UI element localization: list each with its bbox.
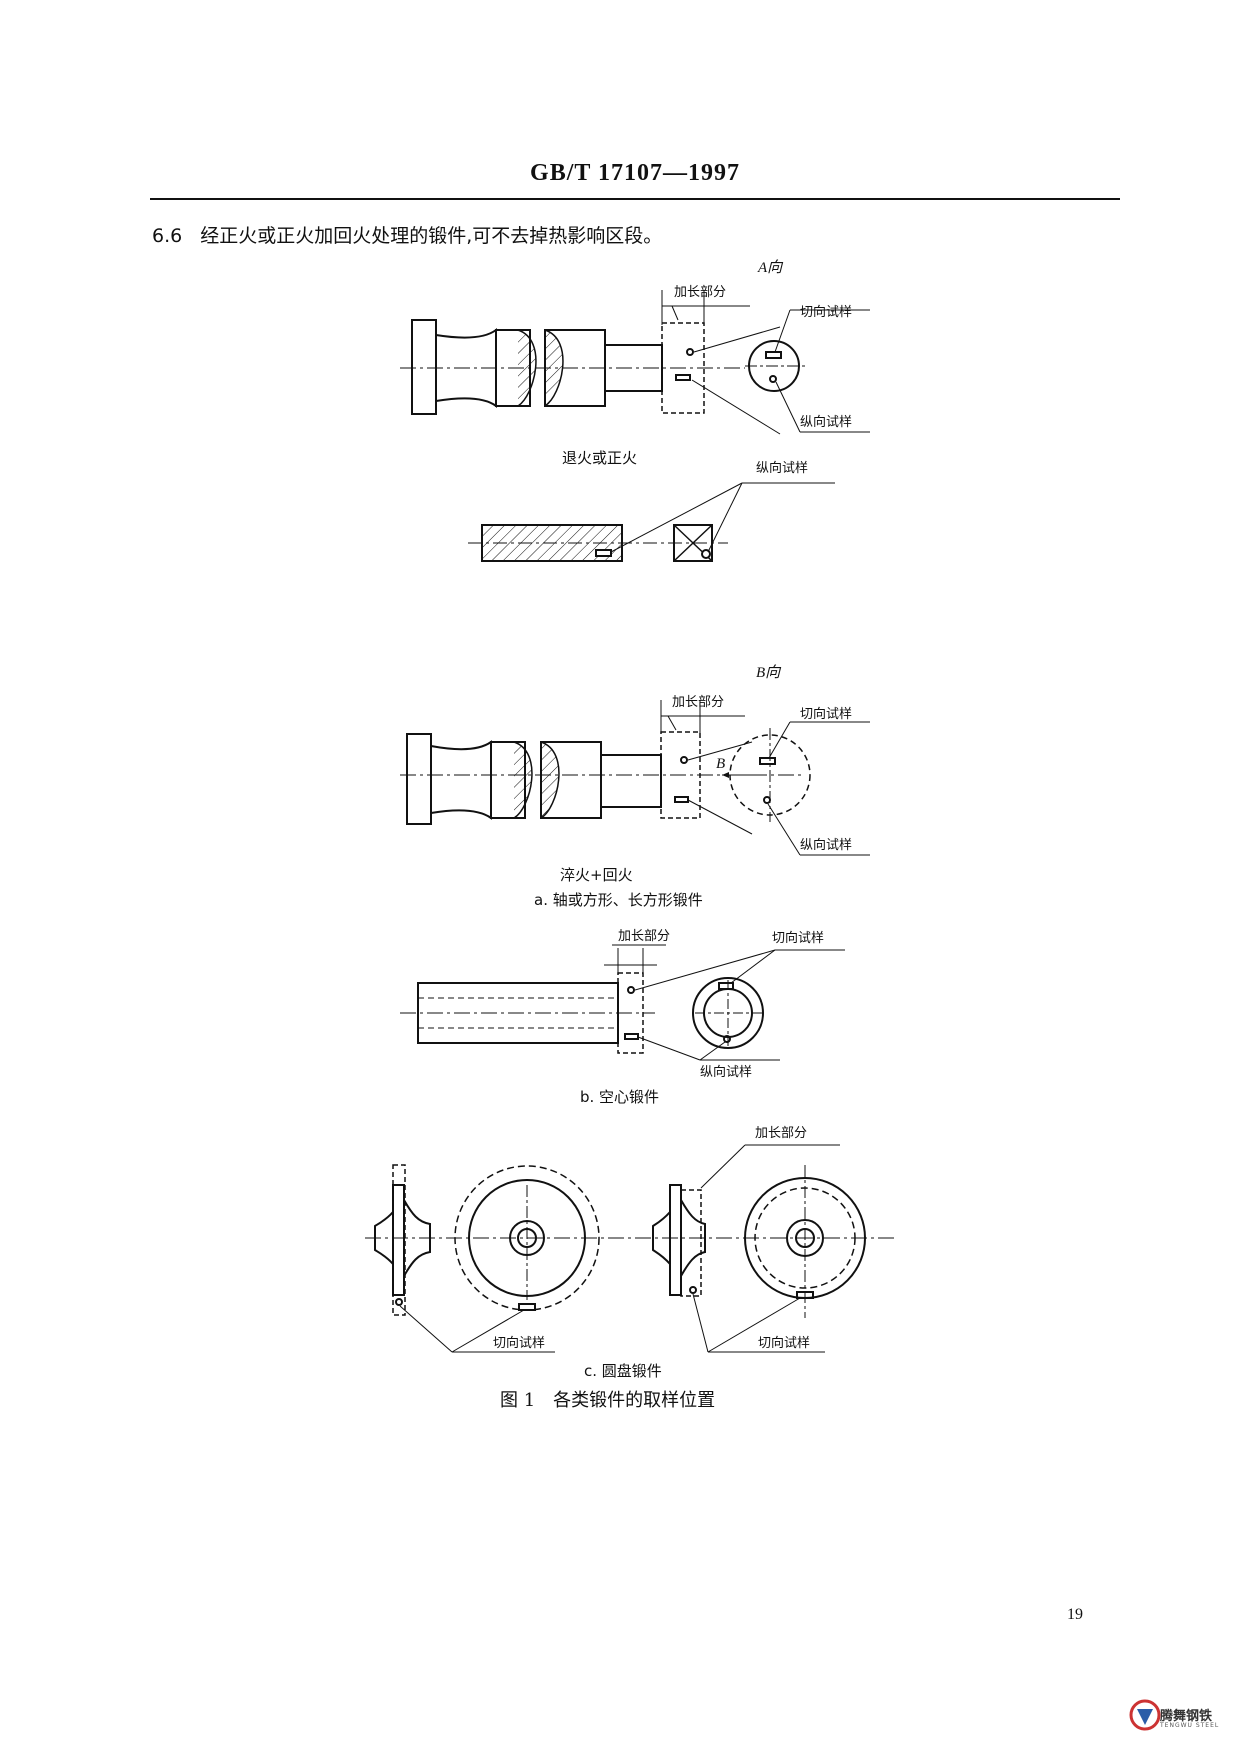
- extension-label-b: 加长部分: [672, 695, 724, 710]
- standard-number: GB/T 17107—1997: [530, 160, 740, 186]
- view-b-label: B向: [756, 664, 782, 681]
- shaft-b-drawing: [400, 700, 870, 856]
- clause-number: 6.6: [152, 225, 183, 247]
- page-number: 19: [1067, 1606, 1083, 1623]
- longitudinal-sample-label-a: 纵向试样: [800, 414, 852, 430]
- tangential-sample-label-disc-left: 切向试样: [493, 1335, 545, 1351]
- tangential-sample-label-disc-right: 切向试样: [758, 1335, 810, 1351]
- caption-annealing: 退火或正火: [562, 449, 637, 467]
- extension-label-hollow: 加长部分: [618, 929, 670, 944]
- figure-caption: 图 1 各类锻件的取样位置: [500, 1390, 715, 1411]
- extension-label-disc: 加长部分: [755, 1126, 807, 1141]
- logo-name: 腾舞钢铁: [1160, 1709, 1213, 1724]
- hollow-forging-drawing: [400, 944, 845, 1061]
- view-a-label: A向: [757, 259, 784, 276]
- shaft-a-drawing: [400, 290, 870, 435]
- header-rule: [150, 198, 1120, 200]
- longitudinal-sample-label-b: 纵向试样: [800, 837, 852, 853]
- logo-subtitle: TENGWU STEEL: [1160, 1722, 1220, 1729]
- clause-text: 经正火或正火加回火处理的锻件,可不去掉热影响区段。: [200, 225, 663, 247]
- tangential-sample-label-b: 切向试样: [800, 706, 852, 722]
- extension-label-a: 加长部分: [674, 285, 726, 300]
- tangential-sample-label-a: 切向试样: [800, 304, 852, 320]
- tangential-sample-label-hollow: 切向试样: [772, 930, 824, 946]
- caption-sub-b: b. 空心锻件: [580, 1088, 659, 1106]
- caption-quench-temper: 淬火+回火: [560, 866, 633, 884]
- arrow-b-label: B: [716, 756, 725, 772]
- longitudinal-sample-label-bar: 纵向试样: [756, 460, 808, 476]
- caption-sub-a: a. 轴或方形、长方形锻件: [534, 891, 703, 909]
- tengwu-logo-icon: [1129, 1699, 1161, 1731]
- disc-forging-drawing: [365, 1144, 895, 1353]
- caption-sub-c: c. 圆盘锻件: [584, 1362, 662, 1380]
- longitudinal-sample-label-hollow: 纵向试样: [700, 1064, 752, 1080]
- rectangular-bar-drawing: [468, 482, 835, 562]
- clause-6-6: 6.6 经正火或正火加回火处理的锻件,可不去掉热影响区段。: [152, 221, 662, 248]
